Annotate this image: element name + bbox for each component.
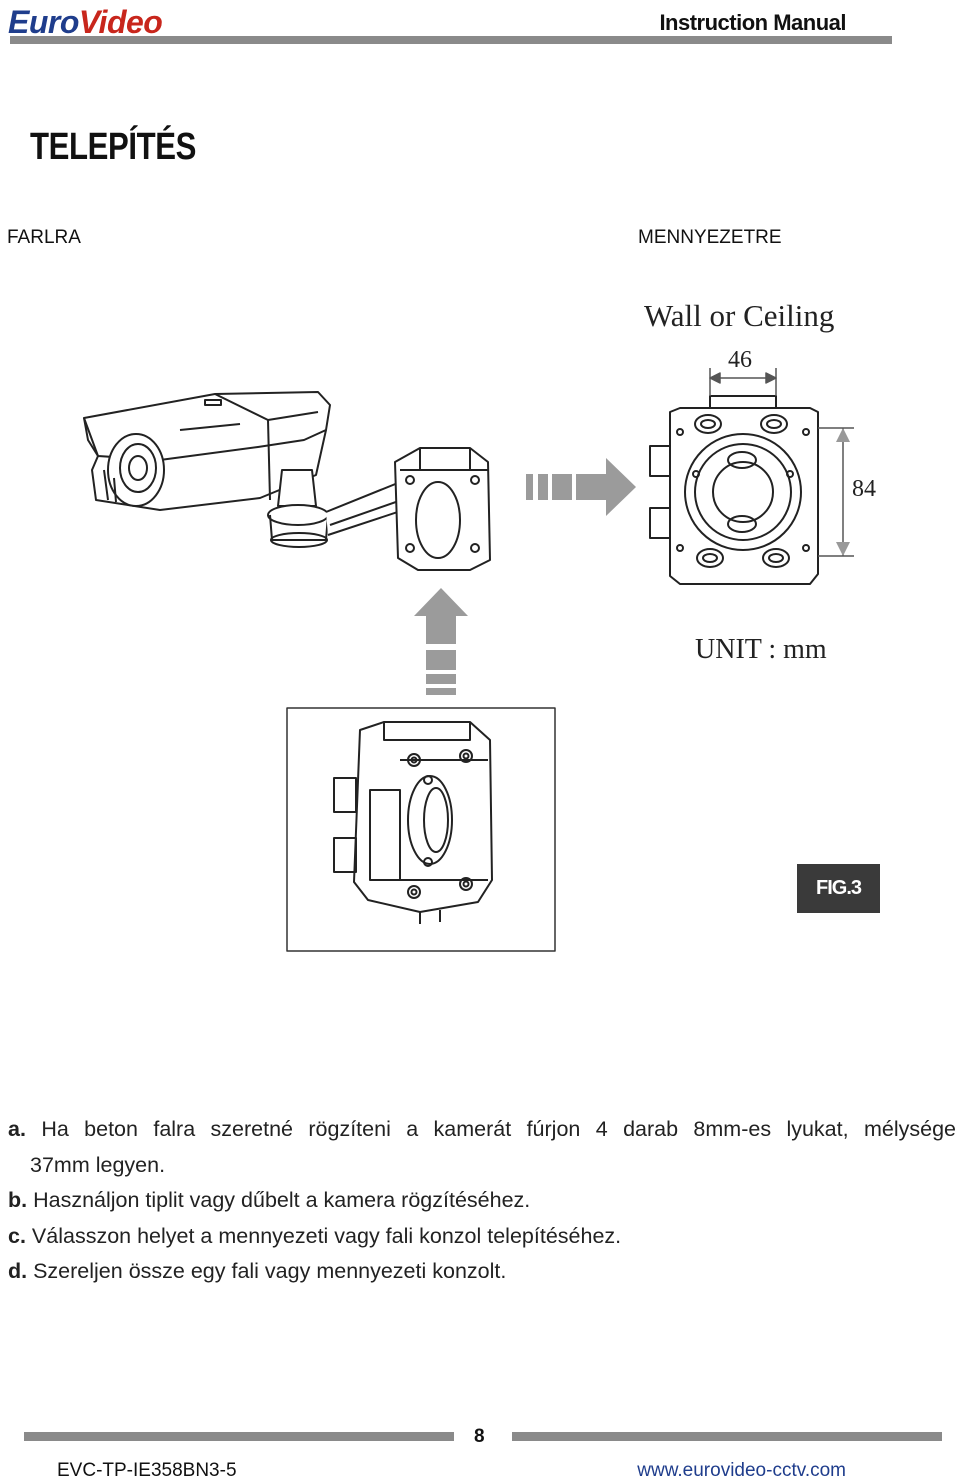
- instruction-letter: a.: [8, 1117, 26, 1141]
- instruction-c: c. Válasszon helyet a mennyezeti vagy fa…: [8, 1219, 956, 1255]
- footer-divider-left: [24, 1432, 454, 1441]
- instruction-text: Szereljen össze egy fali vagy mennyezeti…: [33, 1259, 507, 1283]
- bracket-iso-drawing: [333, 721, 493, 924]
- up-arrow-icon: [414, 588, 468, 695]
- unit-label: UNIT : mm: [695, 634, 827, 665]
- bracket-top-view-drawing: [649, 395, 819, 585]
- width-dimension: [709, 368, 777, 396]
- height-dimension: [818, 427, 854, 557]
- instruction-text: Ha beton falra szeretné rögzíteni a kame…: [41, 1117, 956, 1141]
- height-dimension-label: 84: [852, 476, 876, 502]
- diagram-heading: Wall or Ceiling: [644, 298, 835, 333]
- instruction-d: d. Szereljen össze egy fali vagy mennyez…: [8, 1254, 956, 1290]
- brand-logo-euro: Euro: [8, 4, 79, 40]
- ceiling-mount-label: MENNYEZETRE: [638, 227, 782, 248]
- page-number: 8: [474, 1426, 485, 1447]
- instruction-text: Használjon tiplit vagy dűbelt a kamera r…: [33, 1188, 531, 1212]
- brand-logo-video: Video: [78, 4, 163, 40]
- wall-mount-label: FARLRA: [7, 227, 81, 248]
- header-divider: [10, 36, 892, 44]
- header-title: Instruction Manual: [659, 10, 846, 35]
- instruction-letter: b.: [8, 1188, 28, 1212]
- bracket-detail-frame: [286, 707, 556, 952]
- instruction-b: b. Használjon tiplit vagy dűbelt a kamer…: [8, 1183, 956, 1219]
- right-arrow-icon: [526, 458, 636, 516]
- website-link[interactable]: www.eurovideo-cctv.com: [637, 1460, 846, 1481]
- width-dimension-label: 46: [728, 347, 752, 373]
- page-title: TELEPÍTÉS: [30, 126, 196, 168]
- brand-logo: EuroVideo: [8, 4, 163, 41]
- instruction-letter: d.: [8, 1259, 28, 1283]
- figure-badge: FIG.3: [797, 864, 880, 913]
- instructions-list: a. Ha beton falra szeretné rögzíteni a k…: [8, 1112, 956, 1290]
- footer-divider-right: [512, 1432, 942, 1441]
- instruction-a: a. Ha beton falra szeretné rögzíteni a k…: [8, 1112, 956, 1148]
- camera-drawing: [83, 391, 491, 571]
- instruction-a-continued: 37mm legyen.: [30, 1152, 166, 1177]
- installation-illustration: [83, 368, 854, 952]
- instruction-text: Válasszon helyet a mennyezeti vagy fali …: [31, 1223, 622, 1248]
- instruction-letter: c.: [8, 1223, 26, 1248]
- document-code: EVC-TP-IE358BN3-5: [57, 1460, 237, 1481]
